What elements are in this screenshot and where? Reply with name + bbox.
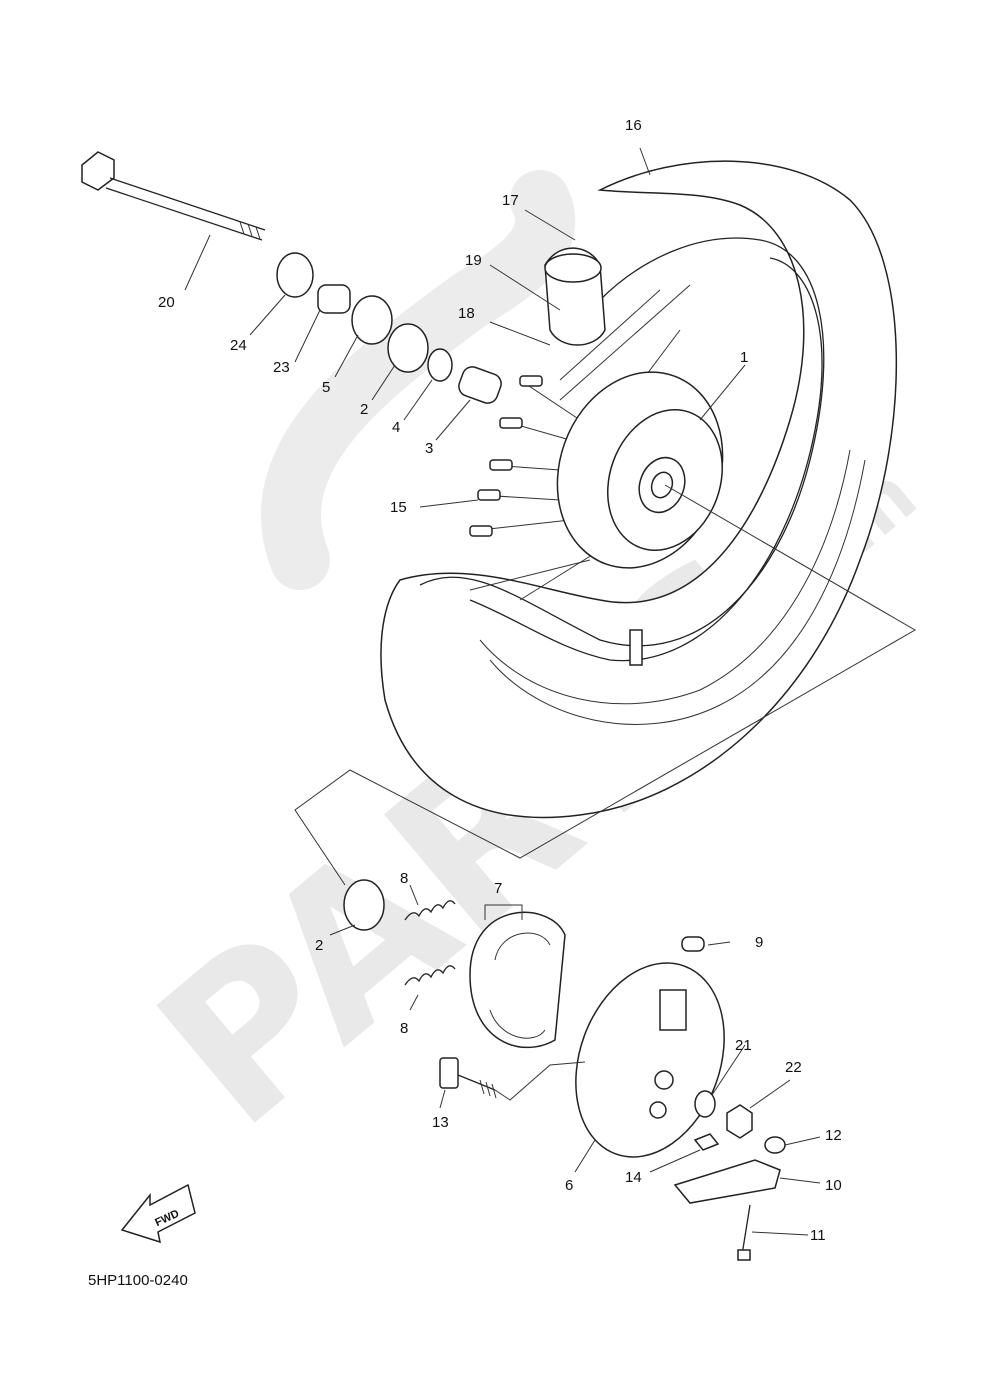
callout-19: 19 [465, 252, 482, 269]
callout-15: 15 [390, 499, 407, 516]
bearing-2-lower [343, 879, 385, 931]
callout-13: 13 [432, 1114, 449, 1131]
rim-outer [419, 237, 825, 647]
tube-end [544, 253, 602, 283]
cam-housing [659, 989, 687, 1031]
indicator-14 [693, 1133, 720, 1151]
callout-23: 23 [273, 359, 290, 376]
leader-lines [184, 147, 821, 1236]
plug-9 [681, 936, 705, 952]
brake-shoes [469, 911, 566, 1049]
wheel-assembly [380, 160, 897, 819]
callout-14: 14 [625, 1169, 642, 1186]
callout-17: 17 [502, 192, 519, 209]
callout-10: 10 [825, 1177, 842, 1194]
bolt-11 [741, 1204, 751, 1256]
tire-groove [479, 449, 851, 705]
callout-7: 7 [494, 880, 502, 897]
axle-parts [276, 252, 502, 404]
seal-4 [427, 348, 453, 382]
callout-2: 2 [360, 401, 368, 418]
callout-24: 24 [230, 337, 247, 354]
callout-18: 18 [458, 305, 475, 322]
callout-8-bottom: 8 [400, 1020, 408, 1037]
axle [81, 151, 266, 241]
callouts: 16 17 19 18 1 20 24 23 5 2 4 3 15 8 7 2 … [158, 117, 842, 1244]
spoke-nipples [469, 375, 543, 537]
springs [404, 900, 456, 986]
rim-inner [469, 257, 823, 662]
callout-9: 9 [755, 934, 763, 951]
diagram-code: 5HP1100-0240 [88, 1272, 188, 1289]
callout-8-top: 8 [400, 870, 408, 887]
callout-12: 12 [825, 1127, 842, 1144]
small-parts [673, 936, 786, 1261]
nut-12 [764, 1136, 786, 1154]
collar-24 [276, 252, 314, 298]
brake-cam [439, 1057, 497, 1099]
washer-21 [694, 1090, 716, 1118]
hub [556, 371, 724, 569]
bearing-5 [351, 295, 393, 345]
fwd-arrow-icon [120, 1183, 196, 1244]
callout-1: 1 [740, 349, 748, 366]
brake-panel [575, 962, 725, 1158]
tire-groove-2 [489, 459, 866, 725]
callout-4: 4 [392, 419, 400, 436]
bolt-11-head [737, 1249, 751, 1261]
callout-22: 22 [785, 1059, 802, 1076]
callout-11: 11 [810, 1227, 826, 1244]
watermark-swoosh [261, 170, 576, 590]
callout-6: 6 [565, 1177, 573, 1194]
nut-22 [726, 1104, 753, 1139]
spacer-3 [458, 366, 502, 404]
cam-lever-10 [673, 1159, 781, 1204]
callout-20: 20 [158, 294, 175, 311]
callout-5: 5 [322, 379, 330, 396]
assembly-frame [294, 484, 916, 886]
bearing-2 [387, 323, 429, 373]
valve-stem [629, 629, 643, 666]
callout-2-lower: 2 [315, 937, 323, 954]
spacer-23 [317, 284, 351, 314]
tire [380, 160, 897, 819]
callout-16: 16 [625, 117, 642, 134]
callout-3: 3 [425, 440, 433, 457]
callout-21: 21 [735, 1037, 752, 1054]
forward-arrow: FWD [120, 1183, 196, 1244]
